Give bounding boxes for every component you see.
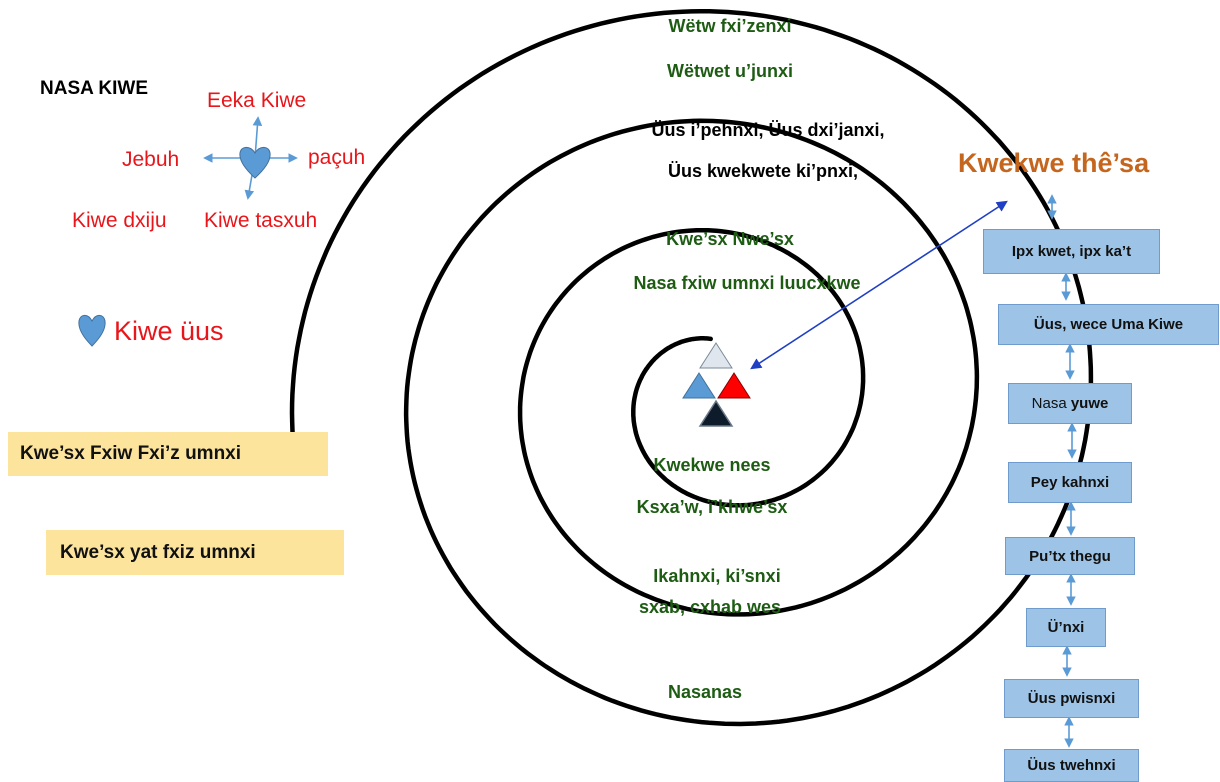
spiral-line — [289, 8, 1094, 727]
spiral-label-top-1: Wëtw fxi’zenxi — [668, 16, 792, 36]
yellow-box-2: Kwe’sx yat fxiz umnxi — [46, 530, 344, 575]
spiral-label-inner-2: Nasa fxiw umnxi luucxkwe — [633, 273, 861, 293]
connector-arrow — [750, 200, 1008, 370]
chain-box-3-label: yuwe — [1070, 395, 1109, 412]
chain-box-1: Ipx kwet, ipx ka’t — [983, 229, 1160, 274]
spiral-label-upper-1: Üus i’pehnxi, Üus dxi’janxi, — [651, 120, 885, 140]
chain-box-7: Üus pwisnxi — [1004, 679, 1139, 718]
compass-southeast-label: Kiwe tasxuh — [204, 209, 318, 232]
spiral-label-bottom: Nasanas — [667, 682, 743, 702]
compass-west-label: Jebuh — [122, 148, 180, 171]
compass — [203, 116, 298, 200]
heart-legend-icon — [78, 314, 106, 347]
spiral-label-inner-1: Kwe’sx Nwe’sx — [666, 229, 794, 249]
chain-box-4: Pey kahnxi — [1008, 462, 1132, 503]
chain-box-3-prefix: Nasa — [1031, 395, 1071, 412]
chain-box-6: Ü’nxi — [1026, 608, 1106, 647]
spiral-label-lower-3: Ikahnxi, ki’snxi — [653, 566, 781, 586]
chain-connectors — [1047, 194, 1077, 748]
spiral-label-upper-2: Üus kwekwete ki’pnxi, — [667, 161, 859, 181]
right-heading: Kwekwe thê’sa — [958, 148, 1150, 178]
spiral-label-lower-1: Kwekwe nees — [653, 455, 771, 475]
triangle-dark — [698, 399, 734, 427]
compass-east-label: paçuh — [308, 146, 366, 169]
chain-box-2: Üus, wece Uma Kiwe — [998, 304, 1219, 345]
yellow-box-1: Kwe’sx Fxiw Fxi’z umnxi — [8, 432, 328, 476]
triangle-blue — [682, 372, 716, 399]
spiral-label-lower-4: sxab, cxhab wes — [638, 597, 782, 617]
center-triangles — [682, 342, 751, 427]
chain-box-8: Üus twehnxi — [1004, 749, 1139, 782]
spiral-label-lower-2: Ksxa’w, ï’khwe’sx — [636, 497, 788, 517]
triangle-red — [717, 372, 751, 399]
heart-legend-label: Kiwe üus — [114, 316, 224, 346]
triangle-light — [699, 342, 733, 369]
diagram-title: NASA KIWE — [40, 78, 149, 99]
compass-north-label: Eeka Kiwe — [207, 89, 307, 112]
spiral-label-top-2: Wëtwet u’junxi — [667, 61, 793, 81]
heart-icon — [239, 146, 271, 179]
chain-box-5: Pu’tx thegu — [1005, 537, 1135, 575]
compass-southwest-label: Kiwe dxiju — [72, 209, 167, 232]
chain-box-3: Nasa yuwe — [1008, 383, 1132, 424]
